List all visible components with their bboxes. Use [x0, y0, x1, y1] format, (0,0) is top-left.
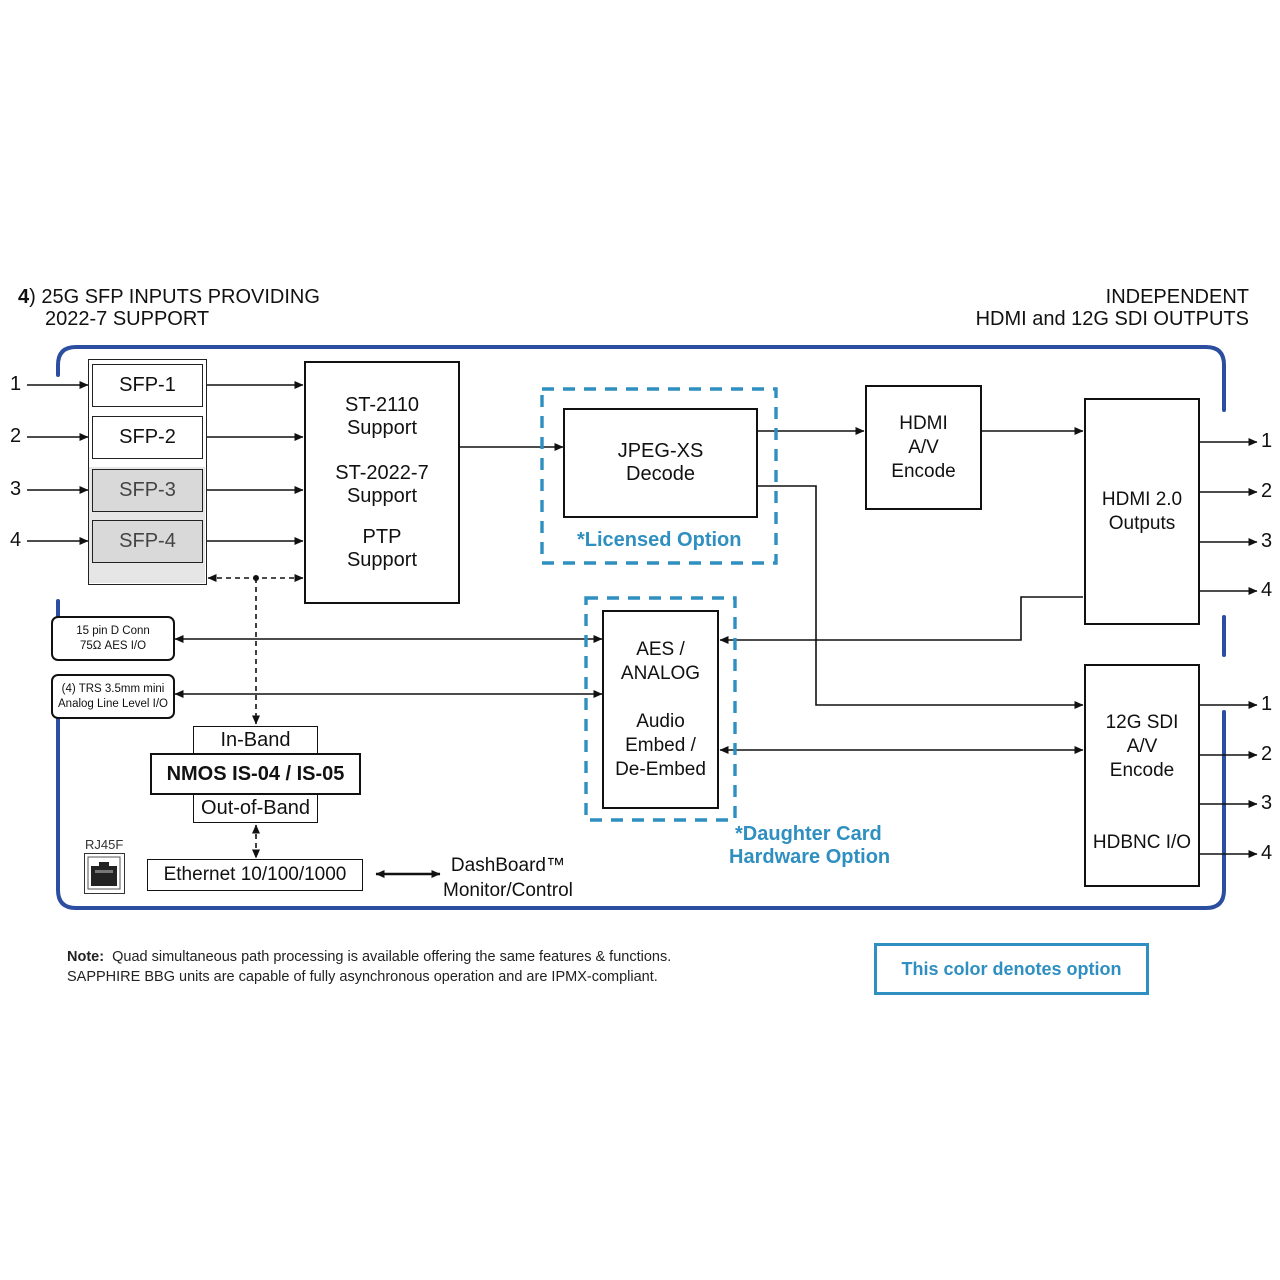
trs-l2: Analog Line Level I/O [58, 697, 168, 710]
sfp-4: SFP-4 [92, 520, 203, 563]
sdi-l3: Encode [1109, 760, 1175, 781]
dconn-l2: 75Ω AES I/O [79, 639, 147, 652]
jpeg-decode-label: Decode [626, 463, 695, 485]
out-of-band-box: Out-of-Band [193, 794, 318, 823]
sdi-encode-block: 12G SDI A/V Encode HDBNC I/O [1084, 664, 1200, 887]
hdmi-output-number-2: 2 [1261, 480, 1273, 502]
right-header-line2: HDMI and 12G SDI OUTPUTS [975, 308, 1249, 330]
jpeg-xs-label: JPEG-XS [617, 440, 704, 462]
daughter-option-l1: *Daughter Card [735, 823, 882, 845]
st-2022-7-label: ST-2022-7 [335, 461, 429, 484]
left-header: 4) 25G SFP INPUTS PROVIDING 2022-7 SUPPO… [18, 286, 320, 330]
daughter-option-l2: Hardware Option [729, 846, 891, 868]
input-number-1: 1 [10, 373, 22, 395]
licensed-option-label: *Licensed Option [577, 529, 742, 551]
aes-l1: AES / [636, 638, 685, 660]
hdmi-outputs-block: HDMI 2.0 Outputs [1084, 398, 1200, 625]
note-bold: Note: [67, 949, 105, 965]
note-line2: SAPPHIRE BBG units are capable of fully … [67, 969, 658, 985]
footnote: Note: Quad simultaneous path processing … [67, 947, 671, 987]
hdmi-output-number-4: 4 [1261, 579, 1273, 601]
nmos-box: NMOS IS-04 / IS-05 [150, 753, 361, 795]
sdi-output-number-2: 2 [1261, 743, 1273, 765]
legend-label: This color denotes option [901, 958, 1122, 979]
sdi-output-number-4: 4 [1261, 842, 1273, 864]
aes-l5: De-Embed [615, 758, 706, 780]
option-legend: This color denotes option [874, 943, 1149, 995]
dconn-l1: 15 pin D Conn [76, 624, 150, 637]
left-header-line1: ) 25G SFP INPUTS PROVIDING [29, 286, 320, 308]
sdi-output-number-1: 1 [1261, 693, 1273, 715]
jpeg-xs-decode-block: JPEG-XS Decode [563, 408, 758, 518]
hdmi-output-number-1: 1 [1261, 430, 1273, 452]
right-header-line1: INDEPENDENT [1105, 286, 1249, 308]
hdmi-output-number-3: 3 [1261, 530, 1273, 552]
sfp-3: SFP-3 [92, 469, 203, 512]
hdmi-encode-l2: A/V [908, 436, 939, 458]
aes-l4: Embed / [625, 734, 696, 756]
st-2110-support: Support [346, 416, 418, 439]
sdi-l2: A/V [1126, 736, 1158, 757]
rj45-label: RJ45F [85, 837, 124, 852]
input-number-2: 2 [10, 425, 22, 447]
input-number-4: 4 [10, 529, 22, 551]
hdmi-av-encode-block: HDMI A/V Encode [865, 385, 982, 510]
sfp-1: SFP-1 [92, 364, 203, 407]
trs-l1: (4) TRS 3.5mm mini [61, 682, 165, 695]
ptp-label: PTP [362, 525, 402, 548]
dashboard-l1: DashBoard™ [450, 855, 565, 876]
hdmi-encode-l3: Encode [891, 460, 956, 482]
st-2022-7-support: Support [346, 484, 418, 507]
ptp-support: Support [346, 548, 418, 571]
daughter-card-option-label: *Daughter Card Hardware Option [729, 823, 890, 869]
aes-analog-block: AES / ANALOG Audio Embed / De-Embed [602, 610, 719, 809]
right-header: INDEPENDENT HDMI and 12G SDI OUTPUTS [976, 286, 1249, 330]
hdmi-outputs-l2: Outputs [1108, 512, 1176, 534]
ethernet-box: Ethernet 10/100/1000 [147, 859, 363, 891]
sdi-l4: HDBNC I/O [1092, 832, 1192, 853]
input-number-3: 3 [10, 478, 22, 500]
hdmi-outputs-l1: HDMI 2.0 [1101, 488, 1183, 510]
sfp-2: SFP-2 [92, 416, 203, 459]
note-line1: Quad simultaneous path processing is ava… [112, 949, 672, 965]
d-conn-connector: 15 pin D Conn 75Ω AES I/O [51, 616, 175, 661]
sdi-l1: 12G SDI [1105, 712, 1179, 733]
sdi-output-number-3: 3 [1261, 792, 1273, 814]
section-number: 4 [18, 286, 30, 308]
trs-connector: (4) TRS 3.5mm mini Analog Line Level I/O [51, 674, 175, 719]
aes-l2: ANALOG [620, 662, 701, 684]
dashboard-label: DashBoard™ Monitor/Control [443, 853, 573, 903]
rj45-icon [84, 853, 125, 894]
hdmi-encode-l1: HDMI [899, 412, 948, 434]
dashboard-l2: Monitor/Control [443, 880, 573, 901]
in-band-box: In-Band [193, 726, 318, 754]
left-header-line2: 2022-7 SUPPORT [45, 308, 210, 330]
st-2110-block: ST-2110 Support ST-2022-7 Support PTP Su… [304, 361, 460, 604]
aes-l3: Audio [636, 710, 685, 732]
st-2110-label: ST-2110 [344, 393, 420, 416]
